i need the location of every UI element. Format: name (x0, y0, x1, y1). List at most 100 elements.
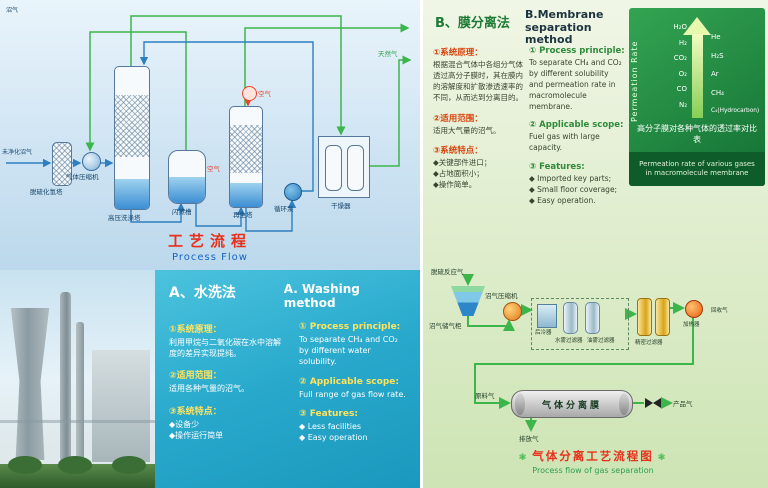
wash-tower-label: 高压洗涤塔 (108, 214, 141, 222)
gas-item: C₄(Hydrocarbon) (711, 108, 760, 114)
section-principle: ① Process principle: To separate CH₄ and… (299, 322, 408, 368)
washing-en-column: ① Process principle: To separate CH₄ and… (299, 322, 408, 452)
regen-tower-label: 再生塔 (233, 211, 253, 219)
section-principle: ①系统原理： 根据混合气体中各组分气体透过高分子膜时，其在膜内的溶解度和扩散渗透… (433, 46, 525, 104)
gas-holder-tank (451, 286, 485, 316)
membrane-label: 气体分离膜 (541, 400, 602, 411)
plant-photo (0, 270, 155, 488)
pipe-rack-shape (0, 420, 155, 423)
membrane-title-cn: B、膜分离法 (435, 16, 510, 31)
section-features: ③ Features: ◆ Less facilities ◆ Easy ope… (299, 409, 408, 443)
oil-mist-filter-label: 油雾过滤器 (587, 338, 615, 344)
dryer-label: 干燥器 (331, 202, 351, 210)
liquid-level (230, 183, 262, 207)
washing-columns: ①系统原理： 利用甲烷与二氧化碳在水中溶解度的差异实现提纯。 ②适用范围： 适用… (169, 322, 408, 452)
valve-icon (653, 398, 661, 408)
gas-item: O₂ (678, 69, 687, 78)
gas-item: N₂ (678, 100, 687, 109)
column-shape (76, 322, 84, 462)
section-body: Fuel gas with large capacity. (529, 132, 600, 153)
gas-flow-title-cn-text: 气体分离工艺流程图 (532, 449, 654, 463)
section-title: ① Process principle: (529, 46, 625, 56)
process-flow-title-en: Process Flow (172, 252, 248, 263)
cooling-tower-shape (10, 308, 50, 460)
gas-separation-flow-diagram: 脱硫反应气 沼气储气柜 沼气压缩机 后冷器 水雾过滤器 油雾过滤器 精密过滤器 … (423, 262, 768, 488)
recycle-gas-label: 回收气 (711, 308, 728, 314)
flash-tank-label: 闪蒸槽 (172, 208, 192, 216)
section-body: 利用甲烷与二氧化碳在水中溶解度的差异实现提纯。 (169, 338, 281, 359)
gas-list-right: He H₂S Ar CH₄ C₄(Hydrocarbon) (711, 28, 763, 121)
process-flow-title: 工艺流程 Process Flow (130, 230, 290, 263)
section-title: ①系统原理： (433, 48, 483, 58)
section-title: ②适用范围： (433, 113, 483, 124)
permeation-caption-cn: 高分子膜对各种气体的透过率对比表 (637, 124, 757, 144)
section-features: ③ Features: ◆ Imported key parts; ◆ Smal… (529, 162, 625, 207)
feature-item: ◆ Easy operation (299, 432, 368, 442)
section-title: ③ Features: (529, 162, 585, 173)
gas-compressor (82, 152, 101, 171)
fine-filter-label: 精密过滤器 (635, 340, 663, 346)
tree-shape (112, 456, 146, 474)
water-mist-filter-label: 水雾过滤器 (555, 338, 583, 344)
aftercooler-label: 后冷器 (535, 330, 552, 336)
water-mist-filter (563, 302, 578, 334)
tree-shape (58, 456, 92, 474)
washing-method-panel: A、水洗法 A. Washing method ①系统原理： 利用甲烷与二氧化碳… (155, 270, 420, 488)
section-features: ③系统特点： ◆设备少 ◆操作运行简单 (169, 404, 287, 441)
feature-item: ◆设备少 (169, 419, 200, 429)
washing-title-cn: A、水洗法 (169, 285, 236, 301)
section-title: ①系统原理： (169, 325, 222, 335)
natural-gas-label: 天然气 (378, 50, 398, 58)
section-body: To separate CH₄ and CO₂ by different sol… (529, 58, 622, 111)
feature-item: ◆关键部件进口； (433, 158, 492, 168)
feature-item: ◆操作运行简单 (169, 430, 224, 440)
section-body: Full range of gas flow rate. (299, 389, 406, 399)
section-title: ③系统特点： (433, 146, 483, 157)
fine-filter (655, 298, 670, 336)
feature-item: ◆占地面积小； (433, 169, 484, 179)
heater-label: 加热器 (683, 322, 700, 328)
liquid-level (115, 179, 149, 209)
membrane-end-cap (515, 393, 525, 415)
section-body: 适用各种气量的沼气。 (169, 384, 249, 394)
gas-item: CO (676, 85, 687, 93)
air-label: 空气 (258, 90, 271, 98)
gas-list-left: H₂O H₂ CO₂ O₂ CO N₂ (641, 20, 687, 113)
fine-filter (637, 298, 652, 336)
column-shape (60, 292, 71, 462)
section-title: ② Applicable scope: (529, 120, 624, 131)
section-scope: ②适用范围： 适用大气量的沼气。 (433, 112, 525, 137)
gas-item: CO₂ (673, 54, 687, 62)
section-title: ③系统特点： (169, 406, 222, 417)
inlet-gas-label: 脱硫反应气 (431, 268, 464, 276)
biogas-compressor-label: 沼气压缩机 (485, 292, 518, 300)
section-body: To separate CH₄ and CO₂ by different wat… (299, 335, 398, 367)
air-label-2: 空气 (207, 165, 220, 173)
section-principle: ①系统原理： 利用甲烷与二氧化碳在水中溶解度的差异实现提纯。 (169, 322, 287, 359)
air-blower (242, 86, 257, 101)
circulation-pump (284, 183, 302, 201)
leaf-icon: ❃ (657, 453, 668, 463)
up-arrow-icon (683, 17, 711, 35)
section-body: 适用大气量的沼气。 (433, 125, 501, 135)
flash-tank (168, 150, 206, 204)
washing-cn-column: ①系统原理： 利用甲烷与二氧化碳在水中溶解度的差异实现提纯。 ②适用范围： 适用… (169, 322, 287, 452)
permeation-caption-en: Permeation rate of various gases in macr… (629, 152, 765, 186)
packing-section (230, 125, 262, 173)
feed-gas-label: 原料气 (475, 392, 495, 400)
tree-shape (8, 456, 42, 474)
gas-item: H₂ (678, 38, 687, 47)
oil-mist-filter (585, 302, 600, 334)
aftercooler (537, 304, 557, 328)
gas-item: Ar (711, 70, 719, 78)
membrane-panel: B、膜分离法 B.Membrane separation method ①系统原… (420, 0, 768, 488)
dryer (318, 136, 370, 198)
gas-item: H₂O (673, 23, 687, 31)
feature-item: ◆ Easy operation. (529, 195, 596, 205)
membrane-en-column: ① Process principle: To separate CH₄ and… (529, 46, 625, 215)
gas-separation-membrane: 气体分离膜 (511, 390, 633, 418)
section-features: ③系统特点： ◆关键部件进口； ◆占地面积小； ◆操作简单。 (433, 144, 525, 191)
valve-icon (645, 398, 653, 408)
gas-item: H₂S (711, 51, 724, 60)
